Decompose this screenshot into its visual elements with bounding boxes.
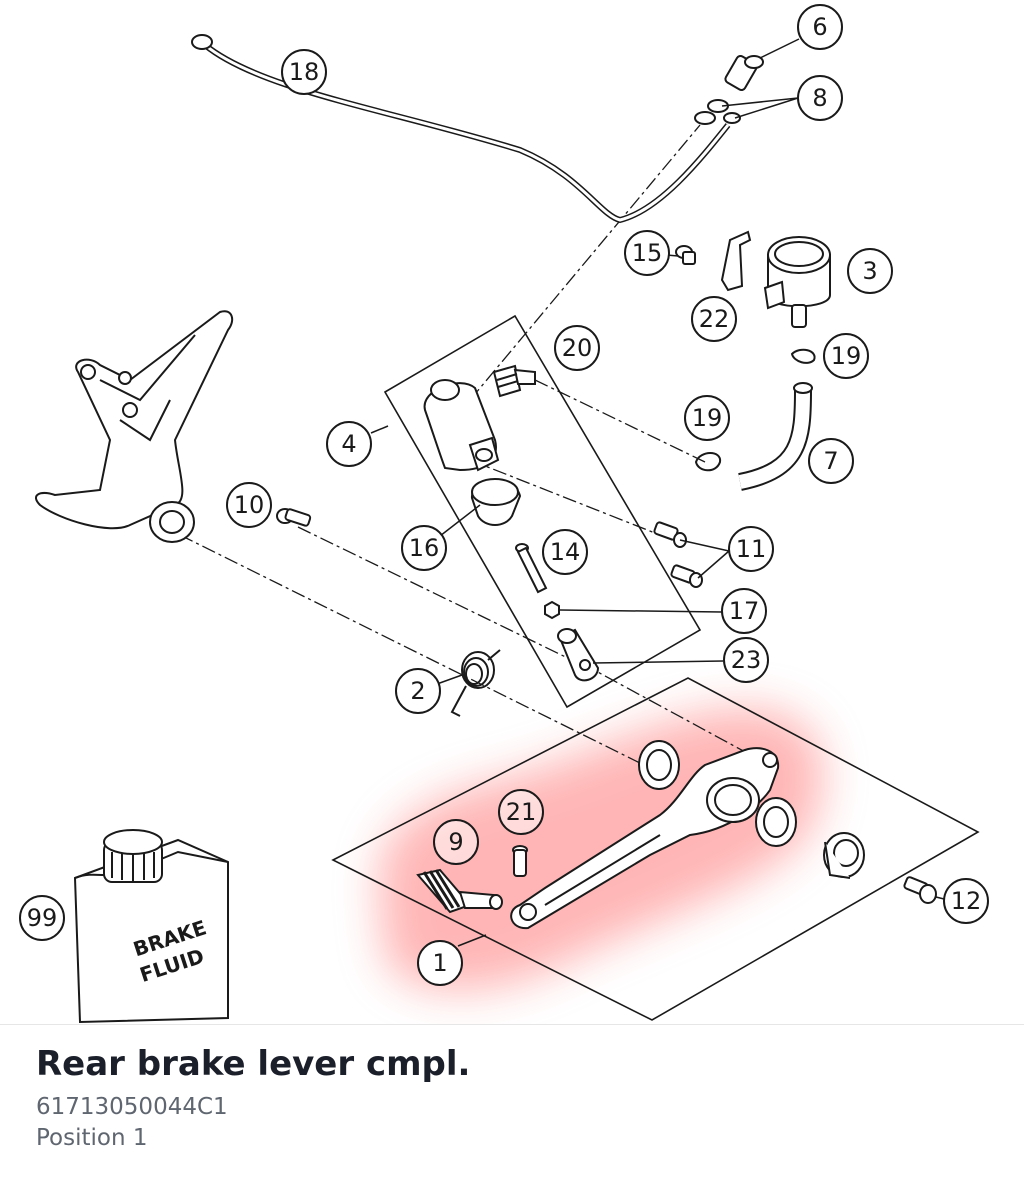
bolt-12	[903, 876, 937, 904]
svg-text:17: 17	[729, 597, 760, 625]
dust-boot	[470, 478, 522, 526]
callout-14[interactable]: 14	[542, 529, 588, 575]
callout-21[interactable]: 21	[498, 789, 544, 835]
svg-text:1: 1	[432, 949, 447, 977]
lever-assembly-box	[331, 677, 980, 1021]
callout-1[interactable]: 1	[417, 940, 463, 986]
divider	[0, 1024, 1024, 1025]
svg-text:4: 4	[341, 430, 356, 458]
return-spring	[450, 649, 501, 717]
callouts: 1 2 3 4 6 7 8 9	[19, 4, 989, 986]
callout-19-bottom[interactable]: 19	[684, 395, 730, 441]
part-number: 61713050044C1	[36, 1094, 228, 1120]
callout-3[interactable]: 3	[847, 248, 893, 294]
callout-19-top[interactable]: 19	[823, 333, 869, 379]
fluid-reservoir	[763, 236, 831, 328]
callout-15[interactable]: 15	[624, 230, 670, 276]
svg-text:14: 14	[550, 538, 581, 566]
callout-22[interactable]: 22	[691, 296, 737, 342]
reservoir-hose	[738, 382, 813, 491]
brake-lever	[510, 747, 780, 930]
svg-text:10: 10	[234, 491, 265, 519]
callout-16[interactable]: 16	[401, 525, 447, 571]
svg-text:23: 23	[731, 646, 762, 674]
nut-17	[544, 600, 560, 620]
brake-hose	[191, 34, 731, 224]
callout-17[interactable]: 17	[721, 588, 767, 634]
callout-8[interactable]: 8	[797, 75, 843, 121]
callout-99[interactable]: 99	[19, 895, 65, 941]
svg-text:16: 16	[409, 534, 440, 562]
bracket-22	[720, 230, 752, 292]
part-position: Position 1	[36, 1125, 148, 1151]
bolts-11	[653, 521, 703, 588]
callout-9[interactable]: 9	[433, 819, 479, 865]
callout-4[interactable]: 4	[326, 421, 372, 467]
master-cylinder	[423, 379, 500, 472]
svg-text:3: 3	[862, 257, 877, 285]
svg-text:15: 15	[632, 239, 663, 267]
callout-6[interactable]: 6	[797, 4, 843, 50]
svg-text:18: 18	[289, 58, 320, 86]
adjuster-9	[416, 868, 503, 914]
callout-7[interactable]: 7	[808, 438, 854, 484]
svg-text:2: 2	[410, 677, 425, 705]
svg-text:8: 8	[812, 84, 827, 112]
part-title: Rear brake lever cmpl.	[36, 1044, 471, 1084]
callout-2[interactable]: 2	[395, 668, 441, 714]
svg-text:21: 21	[506, 798, 537, 826]
svg-text:7: 7	[823, 447, 838, 475]
part-info-panel: Rear brake lever cmpl. 61713050044C1 Pos…	[36, 1040, 996, 1154]
hose-clips	[694, 348, 816, 472]
svg-text:20: 20	[562, 334, 593, 362]
svg-text:19: 19	[831, 342, 862, 370]
assembly-lines	[179, 124, 761, 769]
svg-text:22: 22	[699, 305, 730, 333]
master-cylinder-box	[383, 314, 702, 709]
brake-fluid-can: BRAKE FLUID	[73, 829, 229, 1024]
footrest-bracket	[35, 310, 234, 543]
pin-21	[512, 845, 528, 877]
pivot-bolt-10	[276, 508, 312, 527]
callout-23[interactable]: 23	[723, 637, 769, 683]
callout-10[interactable]: 10	[226, 482, 272, 528]
pin-14	[515, 543, 548, 594]
callout-18[interactable]: 18	[281, 49, 327, 95]
elbow-fitting	[492, 364, 536, 398]
svg-text:12: 12	[951, 887, 982, 915]
svg-text:99: 99	[27, 904, 58, 932]
callout-12[interactable]: 12	[943, 878, 989, 924]
screw-15	[675, 245, 696, 265]
assembly-boxes	[331, 314, 980, 1021]
svg-text:6: 6	[812, 13, 827, 41]
bushings	[638, 740, 865, 879]
callout-20[interactable]: 20	[554, 325, 600, 371]
callout-11[interactable]: 11	[728, 526, 774, 572]
svg-text:11: 11	[736, 535, 767, 563]
clevis-23	[557, 628, 600, 682]
svg-text:9: 9	[448, 828, 463, 856]
exploded-parts-diagram: BRAKE FLUID 1 2 3 4	[19, 4, 989, 1024]
banjo-bolt-and-washers	[694, 54, 764, 125]
svg-text:19: 19	[692, 404, 723, 432]
